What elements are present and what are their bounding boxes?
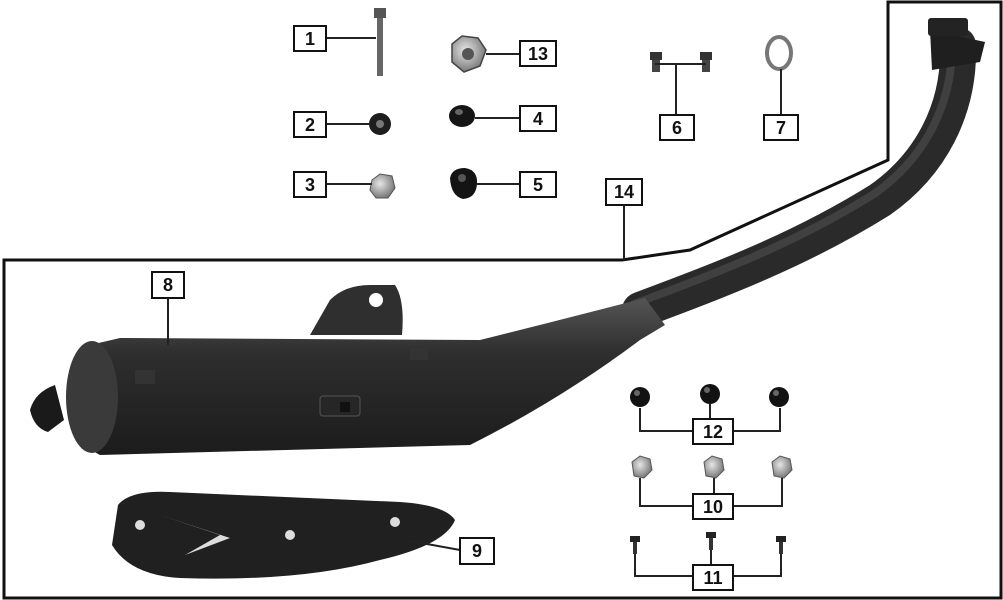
callout-13: 13	[520, 41, 556, 66]
callout-8: 8	[152, 272, 184, 298]
grommet-icon	[630, 387, 650, 407]
screw-group-11	[630, 532, 786, 554]
svg-text:7: 7	[776, 118, 786, 138]
callout-10: 10	[693, 494, 733, 519]
callout-5: 5	[520, 172, 556, 197]
grommet-icon	[449, 105, 475, 127]
exhaust-pipe-icon	[634, 18, 985, 310]
grommet-icon	[700, 384, 720, 404]
svg-text:10: 10	[703, 497, 723, 517]
callout-3: 3	[294, 172, 326, 197]
svg-text:8: 8	[163, 275, 173, 295]
callout-9: 9	[460, 538, 494, 564]
callout-11: 11	[693, 565, 733, 590]
screw-pair-icon	[650, 52, 712, 72]
nut-icon	[632, 456, 652, 478]
screw-icon	[630, 536, 640, 554]
callout-1: 1	[294, 26, 326, 51]
screw-icon	[776, 536, 786, 554]
washer-icon	[369, 113, 391, 135]
gasket-ring-icon	[767, 37, 791, 69]
svg-text:11: 11	[703, 568, 722, 588]
callout-4: 4	[520, 106, 556, 131]
grommet-icon	[769, 387, 789, 407]
callout-6: 6	[660, 115, 694, 140]
callout-2: 2	[294, 112, 326, 137]
svg-text:14: 14	[614, 182, 634, 202]
callout-12: 12	[693, 419, 733, 444]
nut-icon	[704, 456, 724, 478]
svg-text:4: 4	[533, 109, 543, 129]
callout-7: 7	[764, 115, 798, 140]
svg-text:2: 2	[305, 115, 315, 135]
muffler-icon	[30, 285, 665, 455]
svg-text:12: 12	[703, 422, 723, 442]
screw-icon	[706, 532, 716, 550]
heat-shield-icon	[112, 492, 455, 579]
callout-14: 14	[606, 179, 642, 205]
svg-text:13: 13	[528, 44, 548, 64]
cap-icon	[450, 168, 477, 199]
bolt-icon	[374, 8, 386, 76]
nut-icon	[772, 456, 792, 478]
svg-text:3: 3	[305, 175, 315, 195]
nut-icon	[452, 36, 486, 72]
svg-text:5: 5	[533, 175, 543, 195]
svg-text:1: 1	[305, 29, 315, 49]
svg-text:9: 9	[472, 541, 482, 561]
grommet-group-12	[630, 384, 789, 407]
nut-icon	[370, 174, 395, 198]
svg-text:6: 6	[672, 118, 682, 138]
nut-group-10	[632, 456, 792, 478]
